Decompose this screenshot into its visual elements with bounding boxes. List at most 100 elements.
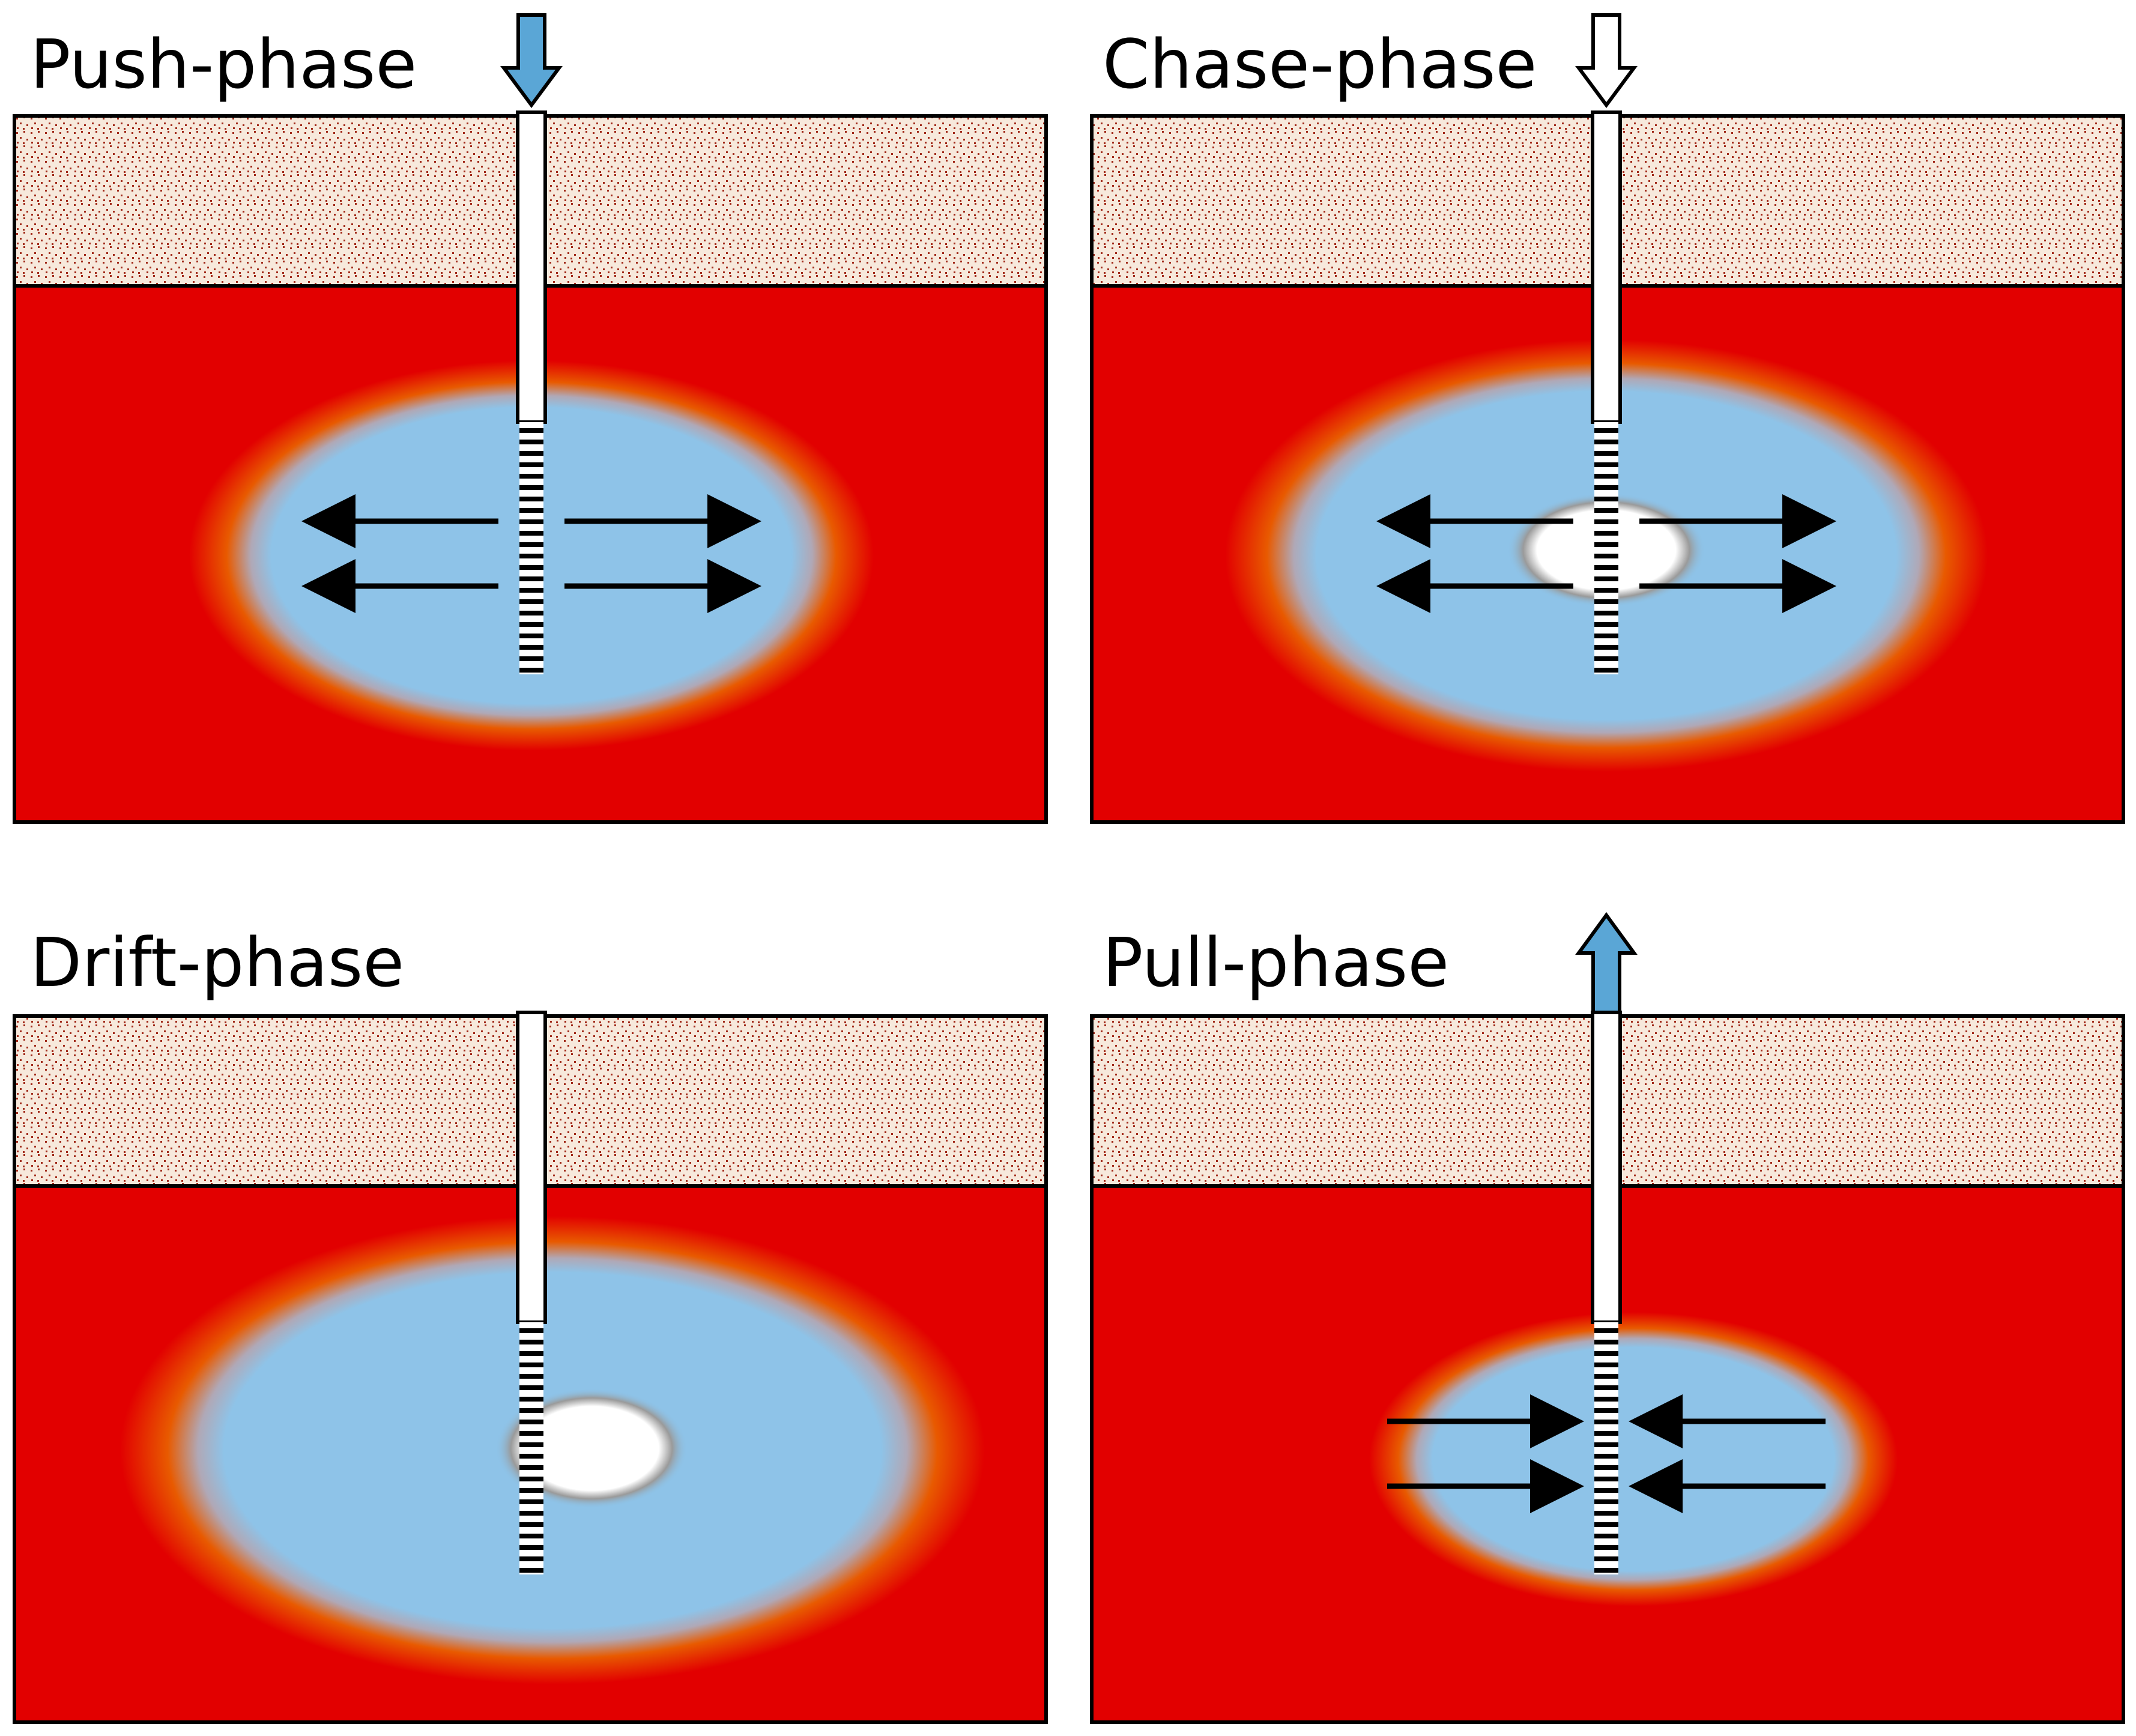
screen-slot bbox=[1594, 1454, 1618, 1459]
screen-slot bbox=[519, 508, 543, 513]
well-screen bbox=[519, 422, 543, 674]
screen-slot bbox=[519, 622, 543, 627]
flow-arrows-inward bbox=[1387, 1394, 1826, 1513]
screen-slot bbox=[519, 1477, 543, 1481]
down-arrow-icon-shape bbox=[1575, 13, 1638, 109]
screen-slot bbox=[519, 656, 543, 661]
screen-slot bbox=[519, 668, 543, 673]
screen-slot bbox=[519, 1534, 543, 1538]
plume-group bbox=[1369, 1312, 1898, 1606]
screen-slot bbox=[1594, 1328, 1618, 1333]
down-arrow-icon-shape bbox=[500, 13, 563, 109]
screen-slot bbox=[519, 1385, 543, 1390]
screen-slot bbox=[1594, 1488, 1618, 1493]
screen-slot bbox=[1594, 428, 1618, 433]
screen-slot bbox=[1594, 656, 1618, 661]
screen-slot bbox=[519, 451, 543, 456]
screen-slot bbox=[1594, 519, 1618, 524]
screen-slot bbox=[1594, 554, 1618, 558]
screen-slot bbox=[519, 1454, 543, 1459]
screen-slot bbox=[519, 1420, 543, 1424]
screen-slot bbox=[1594, 485, 1618, 490]
screen-slot bbox=[519, 1374, 543, 1379]
screen-slot bbox=[1594, 599, 1618, 604]
flow-arrows-outward bbox=[1376, 494, 1836, 613]
screen-slot bbox=[1594, 451, 1618, 456]
well-screen bbox=[519, 1322, 543, 1574]
screen-slot bbox=[519, 1340, 543, 1344]
screen-slot bbox=[519, 1488, 543, 1493]
screen-slot bbox=[519, 519, 543, 524]
flow-arrows-outward bbox=[301, 494, 761, 613]
screen-slot bbox=[519, 1568, 543, 1573]
screen-slot bbox=[1594, 531, 1618, 536]
screen-slot bbox=[1594, 1511, 1618, 1516]
screen-slot bbox=[519, 1465, 543, 1470]
panel-title-chase: Chase-phase bbox=[1103, 26, 1537, 104]
screen-slot bbox=[1594, 1534, 1618, 1538]
panel-title-pull: Pull-phase bbox=[1103, 924, 1450, 1002]
up-arrow-icon bbox=[1575, 912, 1638, 1014]
screen-slot bbox=[1594, 1385, 1618, 1390]
screen-slot bbox=[519, 1545, 543, 1550]
screen-slot bbox=[1594, 474, 1618, 479]
screen-slot bbox=[519, 588, 543, 593]
screen-slot bbox=[519, 1511, 543, 1516]
screen-slot bbox=[1594, 645, 1618, 650]
screen-slot bbox=[1594, 462, 1618, 467]
screen-slot bbox=[1594, 508, 1618, 513]
screen-slot bbox=[1594, 622, 1618, 627]
screen-slot bbox=[1594, 497, 1618, 501]
screen-slot bbox=[1594, 634, 1618, 638]
well-casing bbox=[1591, 1011, 1622, 1324]
screen-slot bbox=[519, 462, 543, 467]
screen-slot bbox=[1594, 1408, 1618, 1413]
screen-slot bbox=[519, 1351, 543, 1356]
screen-slot bbox=[1594, 1362, 1618, 1367]
screen-slot bbox=[519, 1431, 543, 1436]
screen-slot bbox=[1594, 576, 1618, 581]
well-casing bbox=[1591, 110, 1622, 424]
plume-group bbox=[120, 1216, 985, 1684]
screen-slot bbox=[519, 645, 543, 650]
screen-slot bbox=[1594, 1499, 1618, 1504]
panel-title-push: Push-phase bbox=[30, 26, 417, 104]
screen-slot bbox=[519, 554, 543, 558]
panel-push bbox=[13, 13, 1048, 824]
screen-slot bbox=[519, 1397, 543, 1402]
screen-slot bbox=[1594, 1477, 1618, 1481]
screen-slot bbox=[519, 634, 543, 638]
screen-slot bbox=[519, 497, 543, 501]
screen-slot bbox=[519, 531, 543, 536]
up-arrow-icon-shape bbox=[1575, 912, 1638, 1014]
screen-slot bbox=[1594, 1556, 1618, 1561]
panel-title-drift: Drift-phase bbox=[30, 924, 405, 1002]
down-arrow-icon bbox=[1575, 13, 1638, 109]
screen-slot bbox=[1594, 1351, 1618, 1356]
panel-pull bbox=[1090, 912, 2125, 1724]
well-screen bbox=[1594, 1322, 1618, 1574]
screen-slot bbox=[519, 1362, 543, 1367]
screen-slot bbox=[1594, 1545, 1618, 1550]
panel-chase bbox=[1090, 13, 2125, 824]
screen-slot bbox=[519, 1328, 543, 1333]
panel-drift bbox=[13, 1011, 1048, 1724]
screen-slot bbox=[519, 1522, 543, 1527]
screen-slot bbox=[519, 1499, 543, 1504]
screen-slot bbox=[519, 428, 543, 433]
well-casing bbox=[516, 1011, 547, 1324]
screen-slot bbox=[519, 565, 543, 570]
screen-slot bbox=[519, 474, 543, 479]
screen-slot bbox=[1594, 611, 1618, 615]
screen-slot bbox=[519, 542, 543, 547]
injected-plume bbox=[1369, 1312, 1898, 1606]
screen-slot bbox=[1594, 588, 1618, 593]
screen-slot bbox=[519, 611, 543, 615]
screen-slot bbox=[1594, 1374, 1618, 1379]
screen-slot bbox=[1594, 1431, 1618, 1436]
screen-slot bbox=[519, 1556, 543, 1561]
screen-slot bbox=[519, 1442, 543, 1447]
screen-slot bbox=[1594, 1442, 1618, 1447]
